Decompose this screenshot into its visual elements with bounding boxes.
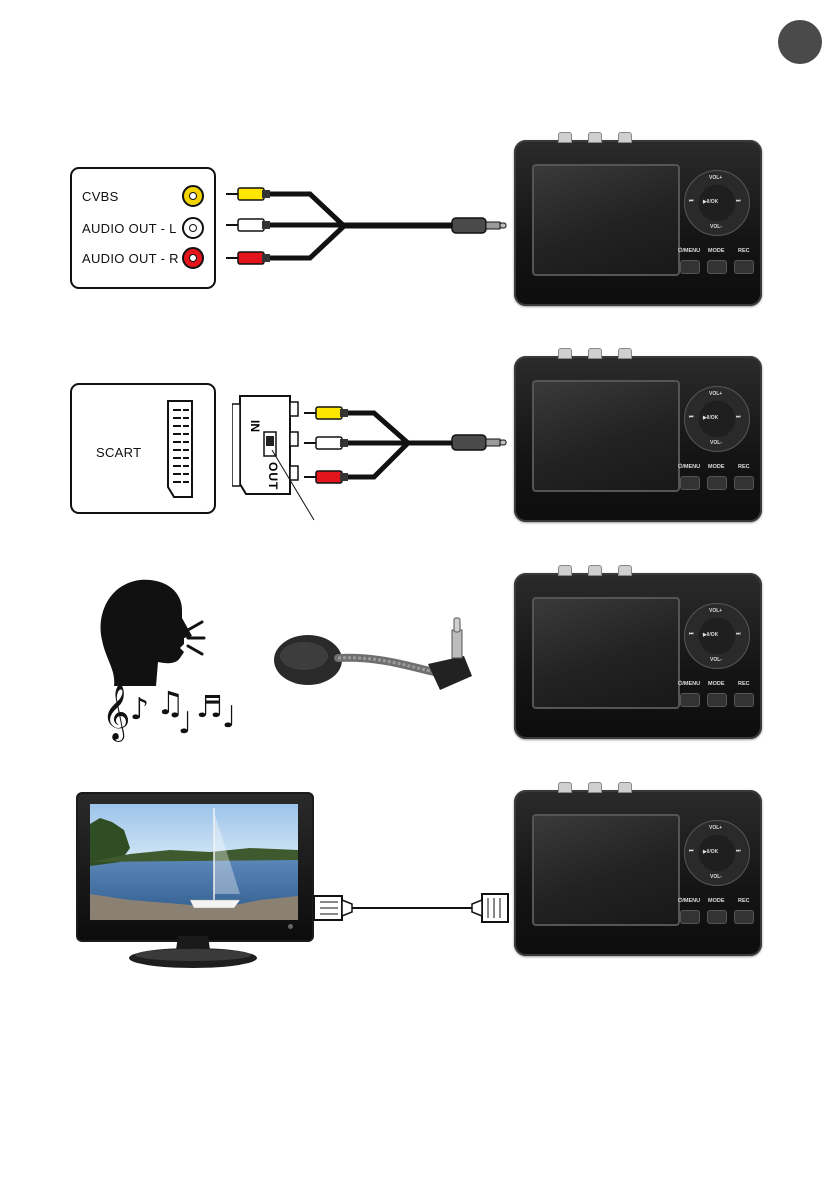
landscape-image (90, 804, 298, 920)
rec-button[interactable] (734, 693, 754, 707)
white-plug-icon (226, 219, 270, 231)
music-note-icon: ♩ (222, 700, 236, 735)
mode-button[interactable] (707, 910, 727, 924)
switch-in-label: IN (248, 420, 262, 432)
hdmi-monitor (76, 792, 314, 942)
page-marker (778, 20, 822, 64)
jack-plug-icon (452, 435, 506, 450)
device-screen (532, 164, 680, 276)
yellow-plug-icon (304, 407, 348, 419)
scart-port-icon (164, 399, 196, 499)
recorder-device: VOL+ ▶ǁ/OK ⏮ ⏭ VOL- ⏻/MENU MODE REC (514, 573, 762, 739)
rec-button[interactable] (734, 476, 754, 490)
monitor-power-icon (288, 924, 293, 929)
red-plug-icon (226, 252, 270, 264)
monitor-screen (90, 804, 298, 920)
audio-r-jack-icon (182, 247, 204, 269)
yellow-plug-icon (226, 188, 270, 200)
rec-button[interactable] (734, 260, 754, 274)
red-plug-icon (304, 471, 348, 483)
music-note-icon: ♪ (130, 692, 149, 727)
recorder-device: VOL+ ▶ǁ/OK ⏮ ⏭ VOL- ⏻/MENU MODE REC (514, 140, 762, 306)
monitor-stand-icon (126, 936, 260, 970)
rca-cable-icon (222, 180, 512, 270)
device-screen (532, 380, 680, 492)
hdmi-plug-left-icon (314, 896, 352, 920)
menu-button[interactable] (680, 476, 700, 490)
speaking-head-icon (96, 578, 206, 690)
mode-button[interactable] (707, 260, 727, 274)
menu-button[interactable] (680, 260, 700, 274)
jack-plug-icon (452, 218, 506, 233)
rca-source-panel: CVBS AUDIO OUT - L AUDIO OUT - R (70, 167, 216, 289)
device-screen (532, 814, 680, 926)
music-note-icon: ♩ (178, 706, 192, 741)
treble-clef-icon: 𝄞 (102, 684, 130, 741)
mode-button[interactable] (707, 476, 727, 490)
menu-button[interactable] (680, 693, 700, 707)
audio-out-r-label: AUDIO OUT - R (82, 251, 179, 266)
menu-button[interactable] (680, 910, 700, 924)
recorder-device: VOL+ ▶ǁ/OK ⏮ ⏭ VOL- ⏻/MENU MODE REC (514, 790, 762, 956)
hdmi-plug-right-icon (472, 894, 508, 922)
device-screen (532, 597, 680, 709)
microphone-icon (268, 612, 478, 700)
scart-source-panel: SCART (70, 383, 216, 514)
white-plug-icon (304, 437, 348, 449)
cvbs-jack-icon (182, 185, 204, 207)
scart-label: SCART (96, 445, 141, 460)
audio-l-jack-icon (182, 217, 204, 239)
music-note-icon: ♬ (196, 690, 223, 725)
recorder-device: VOL+ ▶ǁ/OK ⏮ ⏭ VOL- ⏻/MENU MODE REC (514, 356, 762, 522)
scart-rca-cable-icon (300, 395, 512, 489)
cvbs-label: CVBS (82, 189, 119, 204)
audio-out-l-label: AUDIO OUT - L (82, 221, 177, 236)
mode-button[interactable] (707, 693, 727, 707)
rec-button[interactable] (734, 910, 754, 924)
hdmi-cable-icon (312, 888, 512, 928)
